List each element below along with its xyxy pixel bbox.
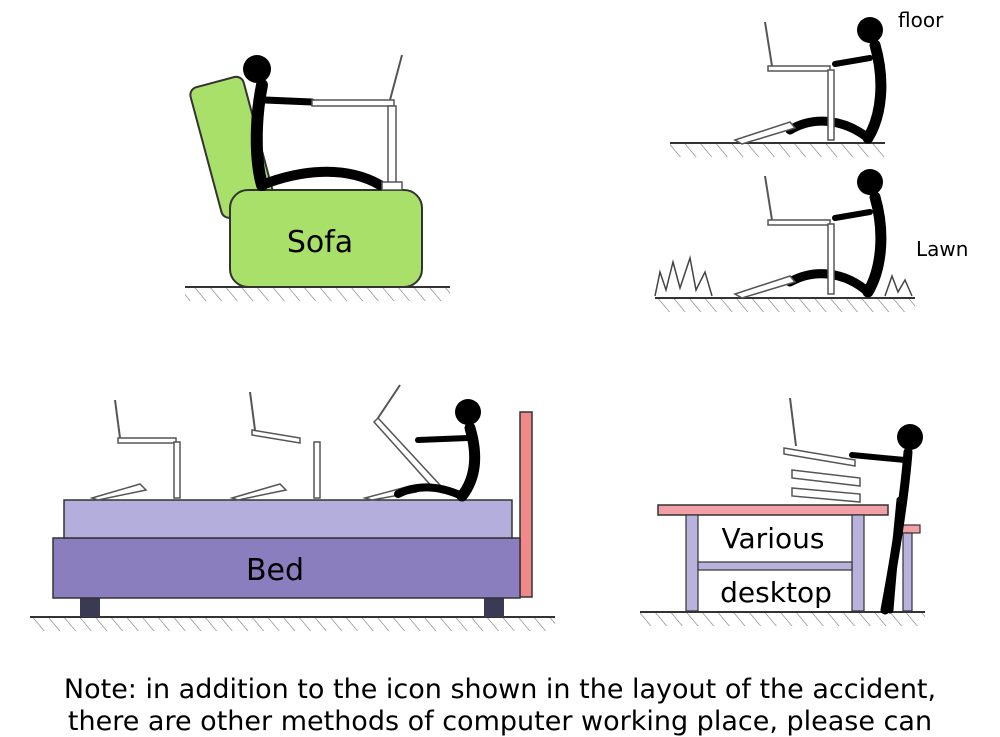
desktop-scene: Various desktop xyxy=(640,397,925,626)
floor-ground-hatch xyxy=(670,143,885,157)
bed-headboard xyxy=(519,411,533,598)
sofa-scene: Sofa xyxy=(185,54,450,301)
lawn-laptop-stand xyxy=(733,175,835,299)
note-line-2: there are other methods of computer work… xyxy=(67,706,933,737)
lawn-ground-hatch xyxy=(655,298,915,312)
lawn-scene: Lawn xyxy=(654,169,968,312)
bed-person-figure xyxy=(394,399,481,502)
desktop-label-line1: Various xyxy=(722,522,825,555)
desk-top xyxy=(657,504,889,516)
grass-left xyxy=(654,255,713,297)
sofa-person-figure xyxy=(243,55,385,191)
desktop-person-figure xyxy=(849,424,923,615)
floor-label: floor xyxy=(898,8,944,32)
bed-laptop-stand-2 xyxy=(229,391,321,501)
bed-base xyxy=(52,537,521,599)
floor-laptop-stand xyxy=(733,21,835,145)
bed-label: Bed xyxy=(246,553,304,588)
desk-leg-left xyxy=(685,514,699,612)
floor-person-figure xyxy=(785,17,887,144)
desk-crossbar xyxy=(697,561,853,571)
note-line-1: Note: in addition to the icon shown in t… xyxy=(63,674,937,705)
bed-laptop-stand-1 xyxy=(89,399,181,501)
lawn-person-figure xyxy=(785,169,887,298)
stool-leg xyxy=(902,532,913,612)
bed-scene: Bed xyxy=(30,384,555,631)
sofa-seat xyxy=(229,189,423,288)
floor-scene: floor xyxy=(670,8,944,157)
desk-leg-right xyxy=(851,514,865,612)
desktop-laptop-stand xyxy=(783,397,861,503)
bed-mattress xyxy=(63,499,513,539)
bed-ground-hatch xyxy=(30,617,555,631)
sofa-ground-hatch xyxy=(185,287,450,301)
bed-leg-right xyxy=(484,596,504,617)
lawn-label: Lawn xyxy=(916,237,968,261)
bed-leg-left xyxy=(80,596,100,617)
desktop-ground-hatch xyxy=(640,612,925,626)
sofa-laptop-stand xyxy=(311,54,403,191)
grass-right xyxy=(884,273,913,297)
desktop-label-line2: desktop xyxy=(720,576,832,609)
sofa-label: Sofa xyxy=(287,225,353,260)
